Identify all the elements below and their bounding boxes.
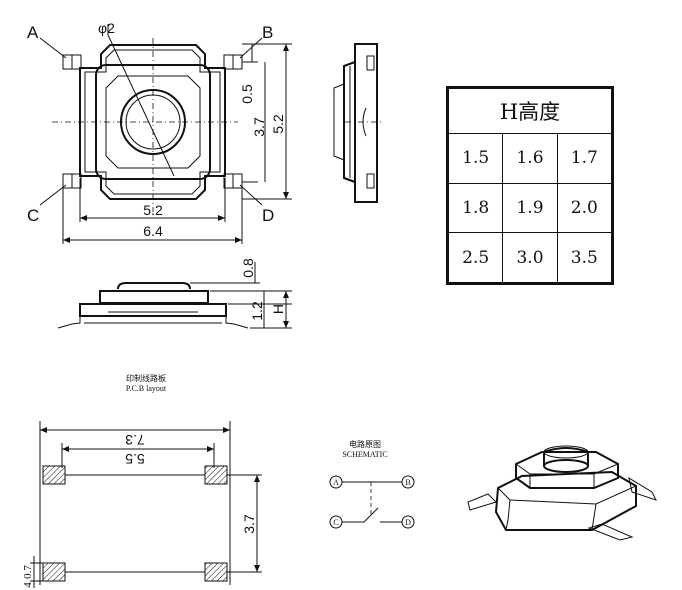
pcb-pad xyxy=(204,465,228,485)
table-cell: 3.0 xyxy=(502,232,558,283)
table-row: 1.5 1.6 1.7 xyxy=(447,133,613,184)
label-D: D xyxy=(262,206,274,225)
table-cell: 1.5 xyxy=(447,133,504,184)
pcb-dim-7-3: 7.3 xyxy=(125,432,145,448)
pcb-dim-4: 4 xyxy=(22,582,34,588)
dim-H: H xyxy=(270,304,286,314)
pcb-title-en: P.C.B layout xyxy=(126,384,167,393)
table-cell: 1.9 xyxy=(502,182,558,234)
schematic-title-cn: 电路原图 xyxy=(349,439,381,449)
side-view: 0.8 1.2 H xyxy=(57,258,292,329)
table-cell: 3.5 xyxy=(556,232,613,283)
pcb-pad xyxy=(42,465,66,485)
table-cell: 1.8 xyxy=(447,182,504,234)
table-cell: 1.6 xyxy=(502,133,558,184)
side-profile-view xyxy=(333,43,382,203)
dim-0-8: 0.8 xyxy=(240,258,256,278)
dim-1-2: 1.2 xyxy=(249,301,265,321)
dim-diameter: φ2 xyxy=(98,20,115,36)
label-A: A xyxy=(27,23,39,42)
label-C: C xyxy=(27,206,39,225)
table-row: 2.5 3.0 3.5 xyxy=(447,232,613,283)
pcb-layout: 印制线路板 P.C.B layout 7.3 5.5 3.7 xyxy=(22,373,262,588)
pcb-dim-0-7: 0.7 xyxy=(22,565,34,579)
node-B: B xyxy=(405,478,410,487)
node-D: D xyxy=(405,518,411,527)
dim-0-5: 0.5 xyxy=(239,84,255,104)
label-B: B xyxy=(262,23,273,42)
dim-3-7-vertical: 3.7 xyxy=(251,117,267,137)
table-cell: 2.0 xyxy=(556,182,613,234)
top-view: φ2 A B C D 0.5 3.7 5.2 xyxy=(27,20,292,244)
dim-6-4: 6.4 xyxy=(143,223,163,239)
isometric-view xyxy=(467,445,657,541)
table-row: 1.8 1.9 2.0 xyxy=(447,182,613,234)
pcb-title-cn: 印制线路板 xyxy=(126,373,166,383)
height-table: H高度 1.5 1.6 1.7 1.8 1.9 2.0 2.5 3.0 3.5 xyxy=(446,86,614,285)
node-C: C xyxy=(333,518,338,527)
table-cell: 1.7 xyxy=(556,133,613,184)
pcb-dim-5-5: 5.5 xyxy=(125,451,145,467)
node-A: A xyxy=(333,478,339,487)
pcb-pad xyxy=(204,562,228,582)
table-cell: 2.5 xyxy=(447,232,504,283)
pcb-pad xyxy=(42,562,66,582)
schematic-title-en: SCHEMATIC xyxy=(342,450,387,459)
dim-5-2-horizontal: 5.2 xyxy=(143,202,163,218)
dim-5-2-vertical: 5.2 xyxy=(270,114,286,134)
table-header: H高度 xyxy=(448,88,612,134)
pcb-dim-3-7: 3.7 xyxy=(241,514,257,534)
schematic: 电路原图 SCHEMATIC A B C D xyxy=(329,439,415,529)
